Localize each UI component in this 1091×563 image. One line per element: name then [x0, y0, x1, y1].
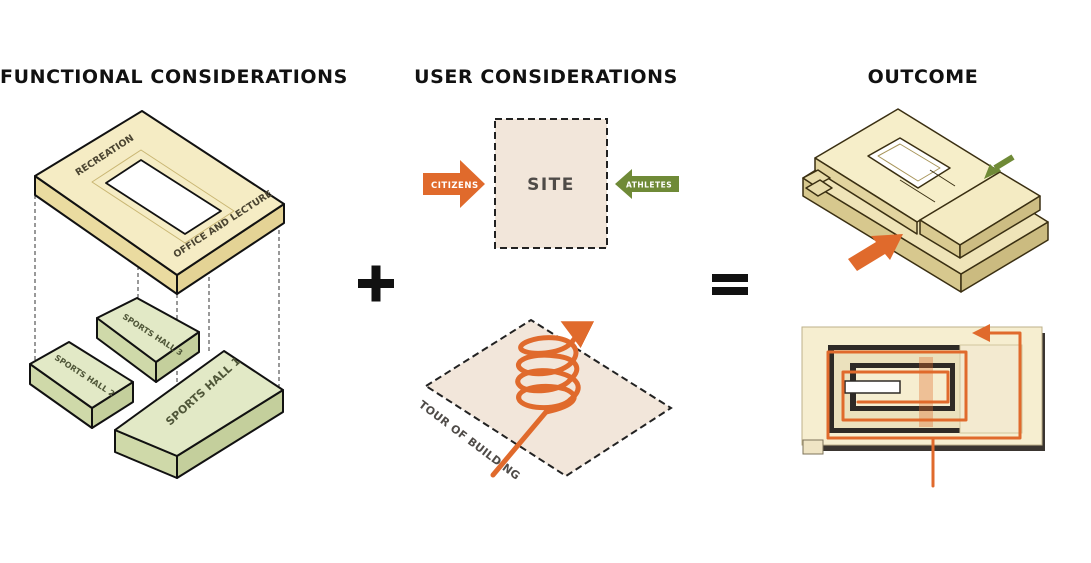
tour-spiral — [490, 321, 595, 478]
user-diagram: SITE CITIZENS ATHLETES TOUR OF BUILDING — [416, 118, 679, 483]
athletes-label: ATHLETES — [626, 181, 672, 190]
outcome-athletes-arrow-shaft — [993, 154, 1015, 171]
sports-hall-3-block — [96, 297, 200, 383]
athletes-arrow: ATHLETES — [615, 169, 679, 199]
citizens-arrow: CITIZENS — [423, 160, 485, 208]
functional-considerations-heading: FUNCTIONAL CONSIDERATIONS — [0, 66, 348, 88]
outcome-plan — [801, 324, 1045, 488]
outcome-heading: OUTCOME — [867, 66, 979, 88]
sports-hall-1-block — [114, 350, 284, 479]
functional-diagram: RECREATION OFFICE AND LECTURE SPORTS HAL… — [29, 110, 285, 479]
outcome-citizens-arrow — [848, 234, 903, 271]
outcome-iso-model — [802, 108, 1049, 293]
citizens-label: CITIZENS — [431, 181, 479, 191]
equals-text: = — [0, 0, 1, 1]
equals-sign: = — [0, 0, 748, 295]
tour-plane — [424, 318, 673, 478]
site-box — [494, 118, 608, 249]
outcome-athletes-arrow — [984, 156, 1014, 179]
ring-block — [34, 110, 285, 295]
user-considerations-heading: USER CONSIDERATIONS — [414, 66, 678, 88]
plus-sign: + — [0, 0, 394, 302]
site-label: SITE — [527, 175, 575, 195]
sports-hall-2-block — [29, 341, 134, 429]
plus-text: + — [0, 0, 1, 1]
